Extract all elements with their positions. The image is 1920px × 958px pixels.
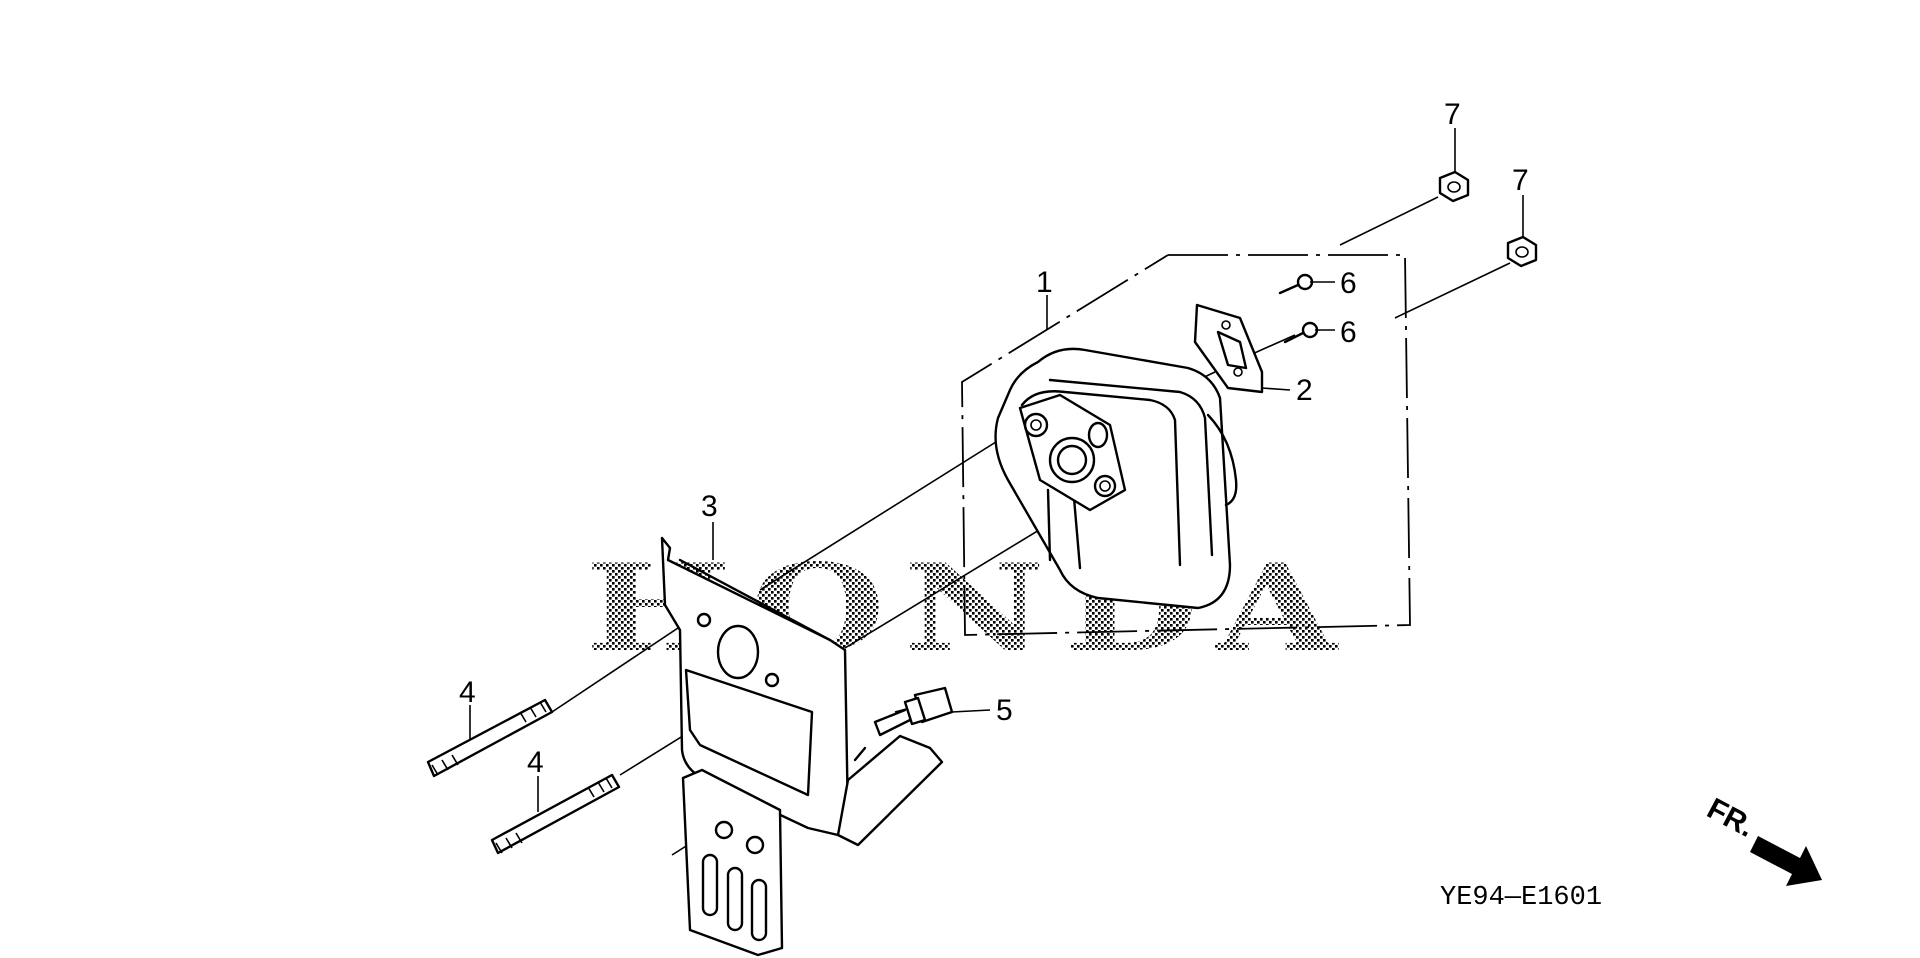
gasket-part xyxy=(1193,303,1264,394)
nut-part-a xyxy=(1438,170,1470,203)
callout-1: 1 xyxy=(1036,266,1053,299)
front-arrow-icon xyxy=(1750,836,1822,886)
screw-part-a xyxy=(1278,273,1314,295)
front-direction-indicator: FR. xyxy=(1702,792,1822,886)
callout-6-upper: 6 xyxy=(1340,267,1357,300)
screw-part-b xyxy=(1283,321,1319,344)
bolt-part xyxy=(873,686,954,737)
callout-3: 3 xyxy=(701,490,718,523)
callout-5: 5 xyxy=(996,694,1013,727)
callout-2: 2 xyxy=(1296,374,1313,407)
assembly-outline xyxy=(961,254,1411,636)
diagram-code: YE94—E1601 xyxy=(1440,883,1602,913)
callout-4-lower: 4 xyxy=(527,746,544,779)
front-label: FR. xyxy=(1702,792,1760,844)
stud-part-b xyxy=(490,773,621,855)
callout-7-upper: 7 xyxy=(1444,98,1461,131)
nut-part-b xyxy=(1506,235,1538,268)
callout-4-upper: 4 xyxy=(459,676,476,709)
callout-6-lower: 6 xyxy=(1340,316,1357,349)
muffler-part xyxy=(994,347,1238,610)
stud-part-a xyxy=(426,698,554,778)
heat-shield-part xyxy=(660,536,944,957)
callout-7-lower: 7 xyxy=(1512,164,1529,197)
callout-stems xyxy=(469,128,1524,812)
